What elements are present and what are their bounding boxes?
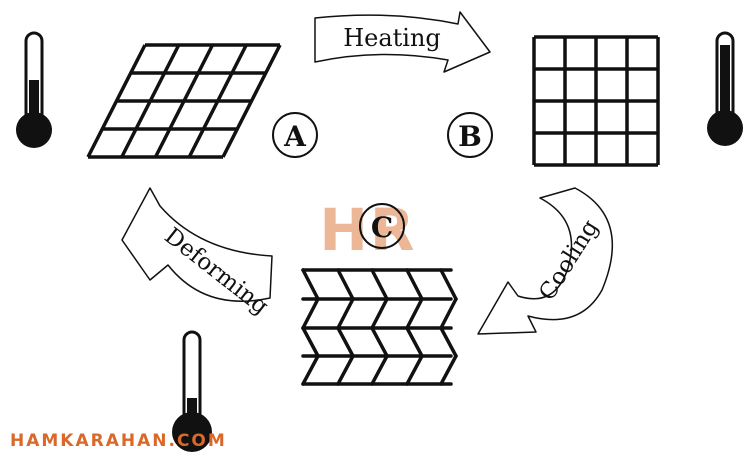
lattice-c-chevron-line bbox=[301, 297, 320, 330]
thermometer-b bbox=[707, 31, 743, 146]
lattice-c-chevron-line bbox=[370, 268, 389, 301]
lattice-c-chevron-line bbox=[370, 354, 389, 386]
state-c-label: C bbox=[371, 211, 393, 244]
lattice-c-chevron-line bbox=[336, 326, 355, 358]
lattice-c-chevron-line bbox=[370, 297, 389, 330]
lattice-c-chevron-line bbox=[405, 326, 424, 358]
lattice-a-sheared bbox=[86, 43, 282, 159]
lattice-c-chevron-line bbox=[439, 326, 458, 358]
lattice-b-square bbox=[532, 35, 660, 167]
hr-logo-text: HR bbox=[319, 196, 416, 264]
heating-label: Heating bbox=[343, 24, 441, 52]
thermometer-a-fill bbox=[29, 80, 39, 128]
state-b-marker: B bbox=[447, 112, 493, 158]
lattice-c-chevron-line bbox=[336, 297, 355, 330]
lattice-a-col-line bbox=[187, 44, 248, 158]
lattice-c-chevron-line bbox=[405, 268, 424, 301]
lattice-c-chevron-line bbox=[301, 326, 320, 358]
thermometer-b-fill bbox=[720, 45, 730, 125]
lattice-c-chevron-line bbox=[370, 326, 389, 358]
hr-logo-watermark: HR bbox=[319, 196, 416, 264]
lattice-c-chevron-line bbox=[439, 297, 458, 330]
thermometer-c-fill bbox=[187, 398, 197, 432]
lattice-c-twinned bbox=[301, 268, 458, 386]
site-watermark: HAMKARAHAN.COM bbox=[10, 431, 227, 451]
lattice-c-chevron-line bbox=[336, 268, 355, 301]
lattice-c-chevron-line bbox=[405, 297, 424, 330]
thermometer-c bbox=[172, 330, 212, 452]
cooling-arrow: Cooling bbox=[477, 187, 614, 335]
lattice-c-chevron-line bbox=[439, 354, 458, 386]
lattice-a-col-line bbox=[221, 44, 282, 158]
state-c-marker: C bbox=[359, 203, 405, 249]
state-a-label: A bbox=[283, 120, 307, 153]
heating-arrow: Heating bbox=[314, 11, 491, 73]
lattice-c-chevron-line bbox=[439, 268, 458, 301]
lattice-c-chevron-line bbox=[405, 354, 424, 386]
deforming-arrow: Deforming bbox=[121, 187, 273, 320]
state-a-marker: A bbox=[272, 112, 318, 158]
lattice-a-col-line bbox=[153, 44, 215, 158]
lattice-c-chevron-line bbox=[336, 354, 355, 386]
state-b-label: B bbox=[458, 120, 482, 153]
lattice-c-chevron-line bbox=[301, 354, 320, 386]
lattice-c-chevron-line bbox=[301, 268, 320, 301]
thermometer-a bbox=[16, 31, 52, 148]
